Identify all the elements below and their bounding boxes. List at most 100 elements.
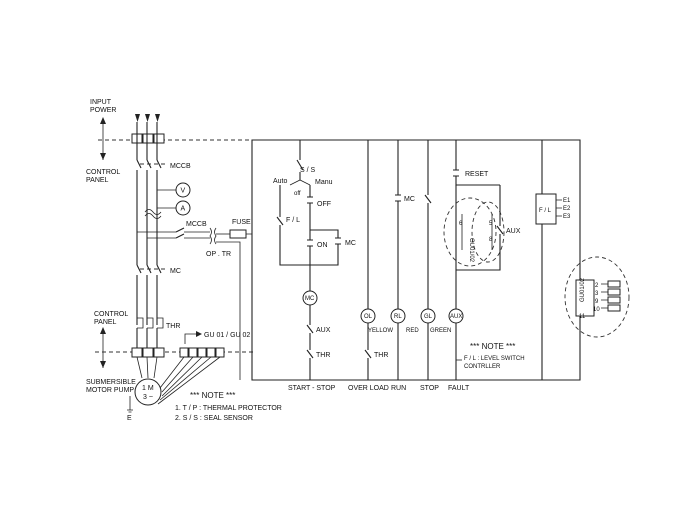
stop-label: STOP: [420, 385, 439, 392]
control-panel-top-label: CONTROL: [86, 169, 120, 176]
reset-label: RESET: [465, 171, 489, 178]
e2-label: E2: [563, 206, 571, 212]
ol-lamp-label: OL: [364, 314, 373, 320]
reset-button: [453, 140, 500, 186]
fuse-out: [216, 233, 252, 380]
terminal-l3: [153, 133, 165, 144]
relay-num-c: 8: [489, 237, 493, 243]
fault-label: FAULT: [448, 385, 470, 392]
fl-contact: [276, 216, 284, 226]
yellow-label: YELLOW: [368, 328, 393, 334]
mc-power-label: MC: [170, 268, 181, 275]
pin-3-label: 3: [595, 291, 599, 297]
relay-num-a: 6: [459, 221, 463, 227]
terminal-gu-1: [179, 347, 189, 358]
on-button-label: ON: [317, 242, 328, 249]
off-button-label: OFF: [317, 201, 331, 208]
green-label: GREEN: [430, 328, 451, 334]
gu-arrow-line: [184, 333, 196, 344]
gu-socket-label: GU01/02: [580, 277, 586, 302]
current-transformer: [144, 209, 162, 219]
sensor-leads: [157, 356, 221, 405]
mccb-control-out: [184, 231, 210, 239]
auto-label: Auto: [273, 178, 288, 185]
start-stop-label: START - STOP: [288, 385, 336, 392]
fl-relay: [535, 193, 557, 225]
phase-arrow-icon-l2: [145, 114, 150, 122]
motor-label: 1 M: [142, 385, 154, 392]
mc-run-contact: [395, 140, 401, 309]
ammeter: [175, 200, 191, 216]
socket-terminal-3: [607, 288, 621, 296]
aux-relay-contact: [456, 185, 504, 271]
socket-group: [564, 256, 630, 338]
gu-relay-label: GU01/02: [468, 238, 474, 263]
aux-contact-label: AUX: [316, 327, 331, 334]
ss-contact: [296, 159, 304, 171]
thr-power-label: THR: [166, 323, 180, 330]
phase-arrow-icon-l1: [135, 114, 140, 122]
aux-lamp-label: AUX: [450, 314, 462, 320]
fl-contact-label: F / L: [286, 217, 300, 224]
socket-terminal-2: [607, 280, 621, 288]
arrow-down-icon: [100, 153, 106, 160]
selector-off-label: off: [294, 191, 301, 197]
control-transformer: [209, 227, 217, 245]
mc-hold-contact: [310, 229, 341, 266]
manu-label: Manu: [315, 179, 333, 186]
fl-relay-label: F / L: [539, 208, 552, 214]
terminal-gu-5: [215, 347, 225, 358]
thermal-relay: [137, 317, 164, 329]
control-section: S / S Auto Manu off OFF F / L ON MC MC A…: [251, 139, 581, 392]
relay-contacts: [461, 214, 493, 250]
socket-terminal-10: [607, 304, 621, 312]
phase-lines-low: [136, 275, 158, 325]
e1-label: E1: [563, 198, 571, 204]
control-tap-lines: [137, 231, 176, 239]
pin-2-label: 2: [595, 283, 599, 289]
control-panel-bottom-label-2: PANEL: [94, 319, 117, 326]
socket-terminal-9: [607, 296, 621, 304]
input-power-label: INPUT: [90, 99, 112, 106]
pin-11-label: 11: [579, 314, 586, 320]
gu-relay-group: [443, 197, 497, 267]
over-load-label: OVER LOAD: [348, 385, 389, 392]
aux-relay-label: AUX: [506, 228, 521, 235]
input-power-label-2: POWER: [90, 107, 116, 114]
rl-lamp-label: RL: [394, 314, 402, 320]
relay-num-b: 5: [489, 221, 493, 227]
arrow-right-icon: [196, 331, 202, 337]
note2-line1: F / L : LEVEL SWITCH: [464, 356, 525, 362]
gu-socket: [575, 279, 595, 317]
voltmeter: [175, 182, 191, 198]
note1-line1: 1. T / P : THERMAL PROTECTOR: [175, 405, 282, 412]
red-label: RED: [406, 328, 419, 334]
e3-label: E3: [563, 214, 571, 220]
on-button: [307, 230, 313, 265]
note2-line2: CONTRLLER: [464, 364, 501, 370]
arrow-down-icon-bottom: [100, 361, 106, 368]
mc-run-label: MC: [404, 196, 415, 203]
arrow-up-icon: [100, 117, 106, 124]
selector-switch: [289, 179, 311, 186]
gu-relay-inner-group: [471, 201, 505, 263]
mc-coil-label: MC: [305, 296, 315, 302]
pin-10-label: 10: [593, 307, 600, 313]
note2-title: *** NOTE ***: [470, 342, 515, 351]
thr-contact-label: THR: [316, 352, 330, 359]
off-button: [307, 196, 313, 204]
thr-overload-contact: [364, 323, 372, 380]
motor-leads: [136, 356, 158, 379]
earth-icon: [127, 396, 133, 413]
motor-label-2: 3 ~: [143, 394, 153, 401]
terminal-l2: [142, 133, 154, 144]
pump-label-2: MOTOR PUMP: [86, 387, 134, 394]
mccb-control-contacts: [175, 227, 185, 239]
fuse-label: FUSE: [232, 219, 251, 226]
terminal-gu-2: [188, 347, 198, 358]
control-panel-bottom-label: CONTROL: [94, 311, 128, 318]
ammeter-label: A: [181, 206, 186, 213]
control-panel-top-label-2: PANEL: [86, 177, 109, 184]
selector-branches: [279, 185, 311, 217]
aux-contact: [306, 305, 314, 350]
